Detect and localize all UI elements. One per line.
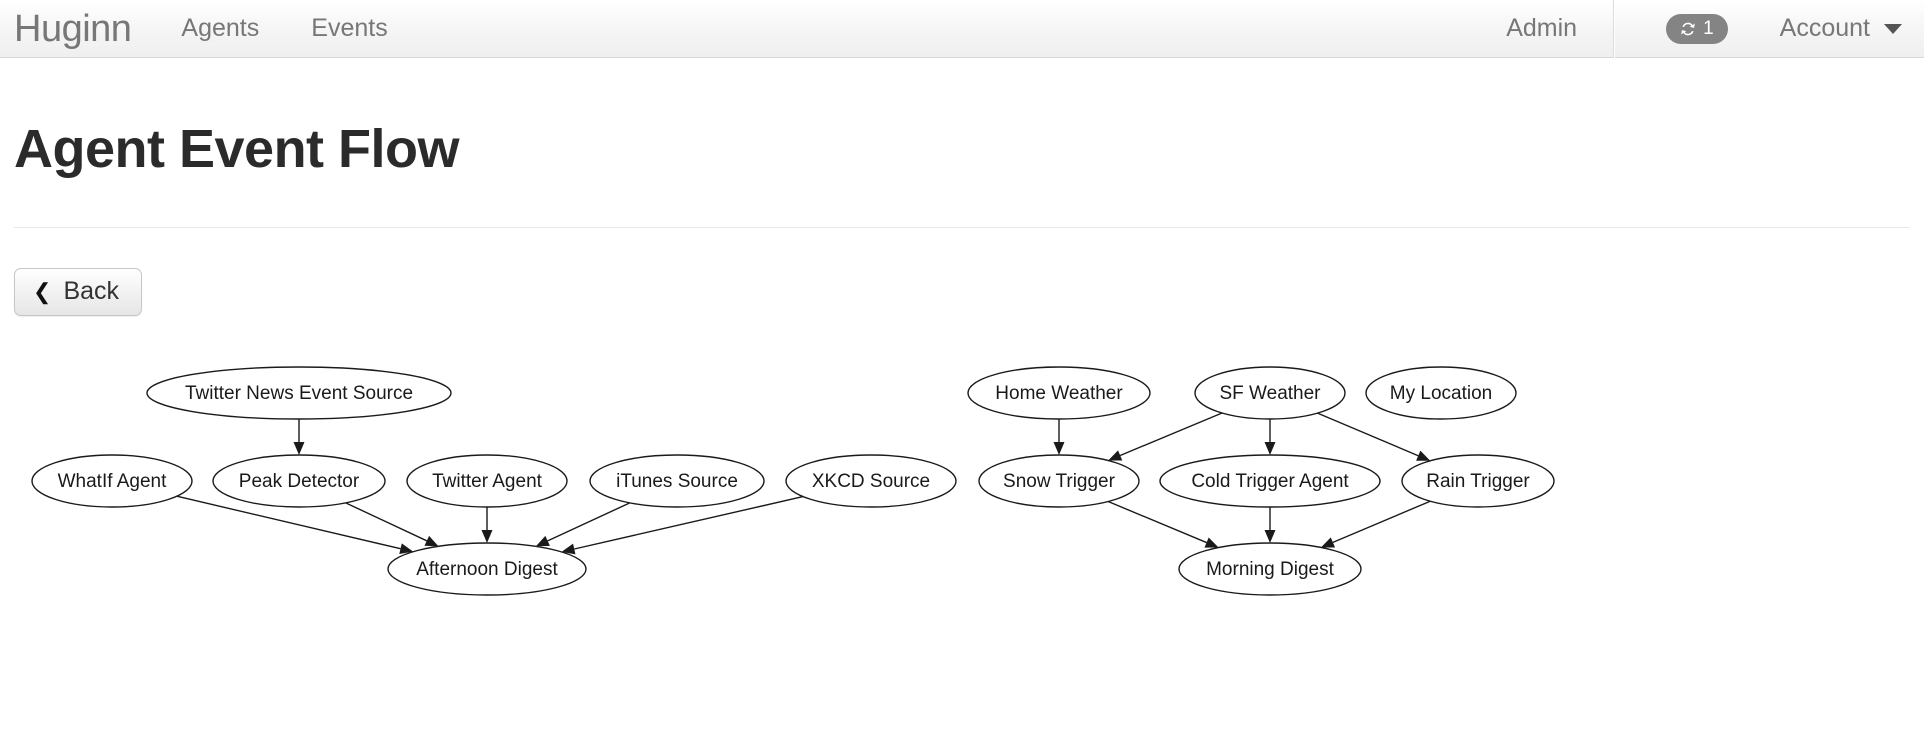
arrow-head-icon (561, 544, 576, 555)
badge-count: 1 (1703, 18, 1714, 39)
node-ellipse (589, 454, 765, 509)
node-label: Snow Trigger (1003, 471, 1116, 492)
arrow-head-icon (1320, 537, 1336, 548)
arrow-head-icon (1108, 450, 1123, 461)
node-ellipse (967, 366, 1151, 421)
nav-link-agents[interactable]: Agents (181, 14, 260, 42)
node-label: My Location (1390, 383, 1492, 404)
nav-link-events[interactable]: Events (311, 14, 388, 42)
node-ellipse (387, 542, 587, 597)
back-button[interactable]: ❮ Back (14, 268, 143, 317)
arrow-head-icon (1204, 537, 1219, 549)
worker-status-badge[interactable]: 1 (1614, 0, 1780, 57)
node-ellipse (1401, 454, 1555, 509)
chevron-left-icon: ❮ (33, 278, 52, 304)
node-label: Twitter Agent (432, 471, 543, 492)
graph-node-whatif_agent[interactable]: WhatIf Agent (31, 454, 193, 509)
account-label[interactable]: Account (1779, 14, 1870, 42)
graph-node-peak_detector[interactable]: Peak Detector (212, 454, 386, 509)
brand-logo[interactable]: Huginn (14, 7, 132, 50)
arrow-head-icon (424, 536, 439, 547)
arrow-head-icon (481, 530, 493, 544)
arrow-head-icon (399, 543, 414, 555)
node-ellipse (31, 454, 193, 509)
graph-node-twitter_news_event_source[interactable]: Twitter News Event Source (146, 366, 452, 421)
node-label: Morning Digest (1206, 559, 1334, 580)
node-ellipse (1178, 542, 1362, 597)
graph-node-snow_trigger[interactable]: Snow Trigger (978, 454, 1140, 509)
page-title: Agent Event Flow (14, 119, 460, 179)
node-label: Cold Trigger Agent (1191, 471, 1349, 492)
account-menu[interactable]: Account (1780, 14, 1924, 43)
node-label: Twitter News Event Source (185, 383, 413, 404)
arrow-head-icon (1264, 442, 1276, 456)
node-ellipse (406, 454, 568, 509)
primary-nav: Agents Events (155, 16, 413, 41)
graph-edge-snow_trigger-to-morning_digest (1107, 501, 1207, 544)
node-ellipse (785, 454, 957, 509)
graph-node-sf_weather[interactable]: SF Weather (1194, 366, 1346, 421)
arrow-head-icon (535, 536, 550, 547)
node-label: SF Weather (1219, 383, 1321, 404)
node-label: iTunes Source (616, 471, 738, 492)
graph-edge-itunes_source-to-afternoon_digest (547, 502, 631, 542)
graph-edge-rain_trigger-to-morning_digest (1332, 500, 1431, 544)
graph-node-xkcd_source[interactable]: XKCD Source (785, 454, 957, 509)
badge-pill[interactable]: 1 (1666, 13, 1728, 44)
arrow-head-icon (1264, 530, 1276, 544)
node-ellipse (978, 454, 1140, 509)
graph-edge-xkcd_source-to-afternoon_digest (574, 496, 804, 551)
graph-node-afternoon_digest[interactable]: Afternoon Digest (387, 542, 587, 597)
secondary-nav: Admin 1 Account (1470, 0, 1924, 58)
arrow-head-icon (1416, 451, 1431, 462)
title-divider (14, 227, 1910, 229)
graph-node-my_location[interactable]: My Location (1365, 366, 1517, 421)
graph-edge-sf_weather-to-rain_trigger (1317, 412, 1419, 457)
graph-node-itunes_source[interactable]: iTunes Source (589, 454, 765, 509)
page-container: Agent Event Flow ❮ Back Twitter News Eve… (0, 119, 1924, 618)
graph-node-home_weather[interactable]: Home Weather (967, 366, 1151, 421)
flow-graph-svg: Twitter News Event Source Home Weather SF … (31, 366, 1555, 597)
node-ellipse (146, 366, 452, 421)
node-label: Home Weather (995, 383, 1123, 404)
graph-edge-whatif_agent-to-afternoon_digest (176, 495, 401, 550)
arrow-head-icon (1053, 442, 1065, 456)
graph-node-morning_digest[interactable]: Morning Digest (1178, 542, 1362, 597)
back-button-label: Back (63, 277, 120, 306)
agent-event-flow-graph: Twitter News Event Source Home Weather SF … (14, 338, 1924, 618)
graph-edges (176, 412, 1431, 555)
refresh-icon (1678, 19, 1698, 39)
chevron-down-icon (1884, 23, 1902, 34)
node-label: Rain Trigger (1426, 471, 1530, 492)
top-navbar: Huginn Agents Events Admin 1 Account (0, 0, 1924, 58)
node-label: Peak Detector (239, 471, 360, 492)
node-ellipse (1194, 366, 1346, 421)
node-ellipse (212, 454, 386, 509)
node-ellipse (1159, 454, 1381, 509)
arrow-head-icon (293, 442, 305, 456)
graph-node-cold_trigger_agent[interactable]: Cold Trigger Agent (1159, 454, 1381, 509)
graph-node-rain_trigger[interactable]: Rain Trigger (1401, 454, 1555, 509)
nav-link-admin[interactable]: Admin (1506, 14, 1578, 42)
graph-edge-peak_detector-to-afternoon_digest (345, 502, 428, 542)
node-label: XKCD Source (812, 471, 930, 492)
nav-divider (1613, 0, 1615, 58)
node-label: Afternoon Digest (416, 559, 558, 580)
graph-edge-sf_weather-to-snow_trigger (1119, 412, 1223, 457)
node-ellipse (1365, 366, 1517, 421)
node-label: WhatIf Agent (58, 471, 168, 492)
graph-node-twitter_agent[interactable]: Twitter Agent (406, 454, 568, 509)
